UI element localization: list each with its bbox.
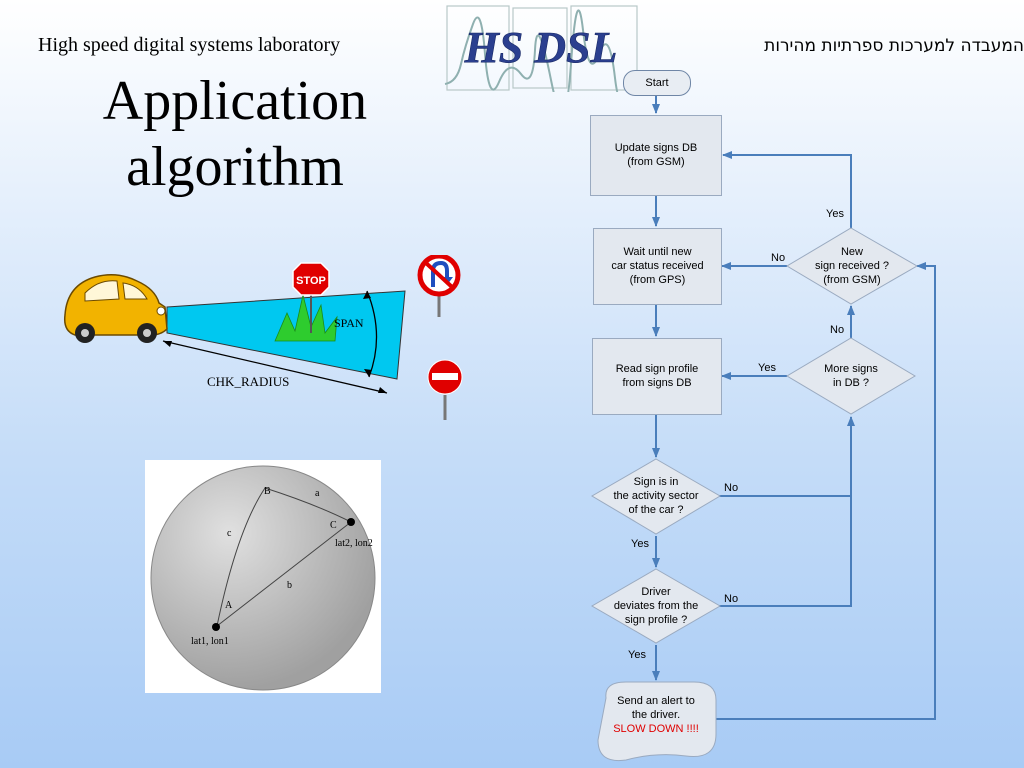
node-alert [597,681,717,762]
spherical-triangle-figure: A B C a b c lat1, lon1 lat2, lon2 [145,460,381,693]
stop-sign-icon: STOP [292,262,330,333]
lab-name-hebrew: המעבדה למערכות ספרתיות מהירות [764,36,1024,56]
logo-text: HS DSL [464,23,618,72]
grass-icon [274,294,338,342]
point-a-label: A [225,600,233,611]
node-read-label: Read sign profile from signs DB [615,362,699,389]
edge-label-no-deviates: No [724,593,739,605]
lab-name-english: High speed digital systems laboratory [38,34,341,56]
edge-label-no-new: No [771,252,786,264]
node-deviates-label: Driver deviates from the sign profile ? [613,586,699,626]
node-sector-label: Sign is in the activity sector of the ca… [613,476,699,516]
edge-label-yes-deviates: Yes [628,649,646,661]
edge-label-yes-new: Yes [826,208,844,220]
node-update-label: Update signs DB (from GSM) [614,141,698,168]
edge-label-no-more: No [830,324,845,336]
alert-line-3: SLOW DOWN !!!! [613,723,699,735]
coord-2-label: lat2, lon2 [335,538,373,549]
node-sector [591,458,721,535]
coord-1-label: lat1, lon1 [191,636,229,647]
point-c-label: C [330,520,337,531]
arc-c-label: c [227,528,232,539]
page-title: Application algorithm [60,68,410,200]
stop-sign-text: STOP [296,275,326,287]
car-scene-illustration: STOP SPAN CHK_RADIUS [63,255,463,420]
edge-label-yes-more: Yes [758,362,776,374]
node-new-sign [786,227,919,305]
flowchart-connectors [591,94,936,762]
alert-line-1: Send an alert to [617,695,695,707]
arc-a-label: a [315,488,320,499]
no-entry-sign-icon [427,359,463,420]
node-wait [593,228,722,305]
title-line-1: Application [102,70,368,132]
node-new-sign-label: New sign received ? (from GSM) [815,246,889,286]
car-icon [63,274,168,343]
edge-label-no-sector: No [724,482,739,494]
title-line-2: algorithm [126,136,344,198]
arc-b-label: b [287,580,292,591]
edge-label-yes-sector: Yes [631,538,649,550]
node-wait-label: Wait until new car status received (from… [611,245,704,286]
node-read [592,338,722,415]
node-start-label: Start [645,77,669,89]
span-arc [366,290,378,378]
node-alert-label: Send an alert to the driver. SLOW DOWN !… [600,690,712,740]
no-u-turn-sign-icon [417,255,461,317]
node-update [590,115,722,196]
radius-line [162,340,388,394]
node-deviates [591,568,721,644]
node-more-signs [786,337,916,415]
node-start [623,70,691,96]
span-label: SPAN [334,316,364,330]
point-b-label: B [264,486,271,497]
radius-label: CHK_RADIUS [207,374,289,389]
alert-line-2: the driver. [631,709,681,721]
node-more-signs-label: More signs in DB ? [824,363,878,389]
hsdsl-logo: HS DSL [444,5,640,92]
